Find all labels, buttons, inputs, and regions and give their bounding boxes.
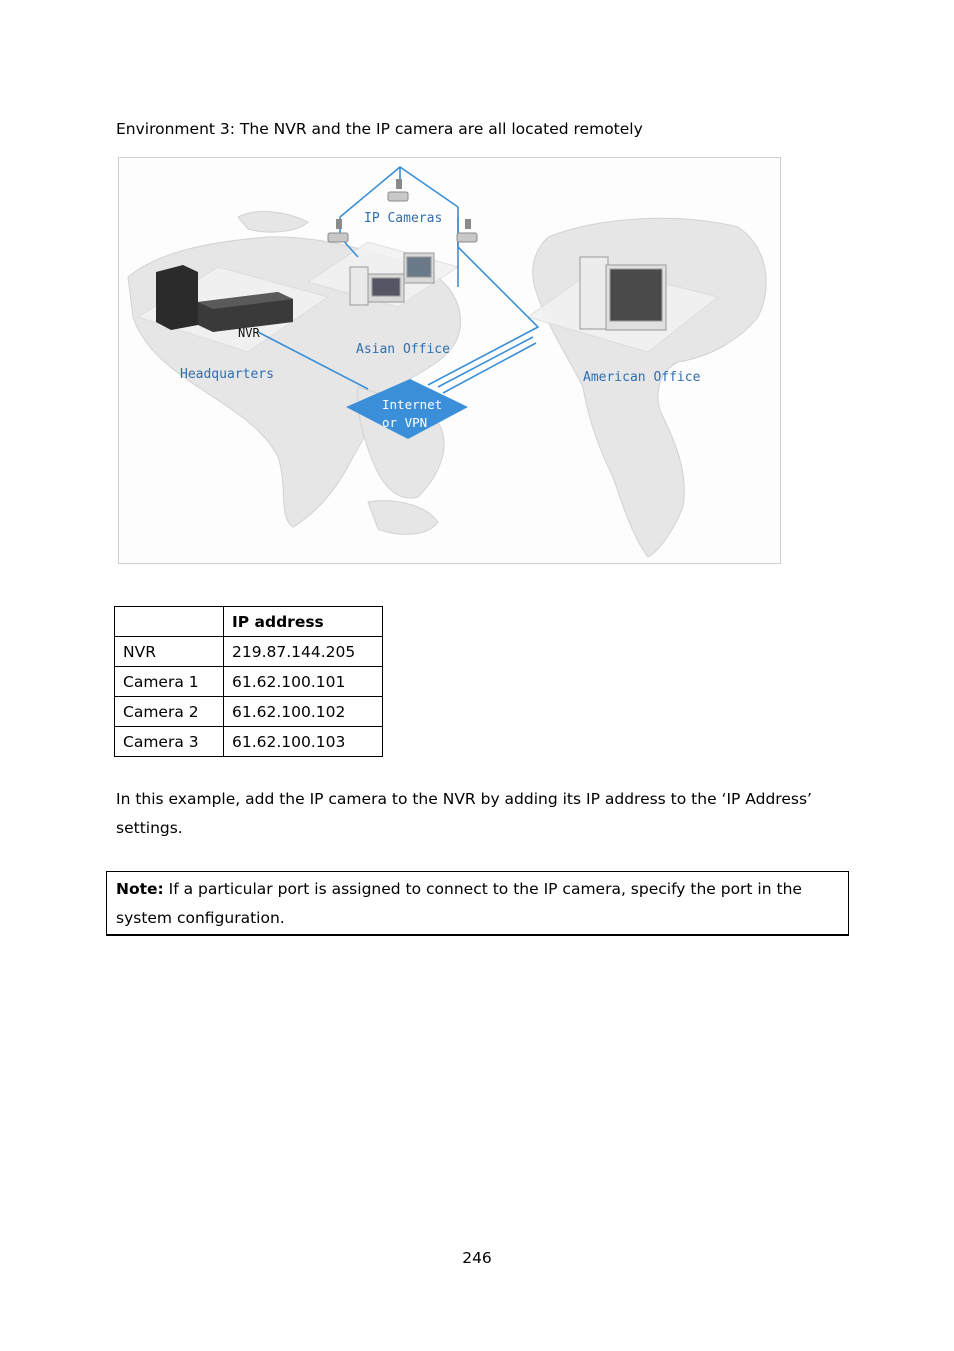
ip-address-cell: 219.87.144.205 [223, 636, 383, 667]
vpn-label: or VPN [382, 415, 427, 430]
table-header-row: IP address [114, 606, 383, 637]
pc-workstation-icon [349, 252, 435, 306]
internet-label: Internet [382, 397, 442, 412]
ip-camera-icon [327, 179, 478, 243]
body-paragraph: In this example, add the IP camera to th… [116, 790, 812, 837]
note-label: Note: [116, 880, 164, 898]
american-office-label: American Office [583, 370, 701, 385]
nvr-label: NVR [238, 326, 260, 340]
ip-address-cell: 61.62.100.102 [223, 696, 383, 727]
ip-address-cell: 61.62.100.103 [223, 726, 383, 757]
ip-address-cell: 61.62.100.101 [223, 666, 383, 697]
table-header-cell: IP address [223, 606, 383, 637]
note-box: Note: If a particular port is assigned t… [106, 871, 849, 936]
table-row: NVR 219.87.144.205 [114, 636, 383, 667]
ip-address-table: IP address NVR 219.87.144.205 Camera 1 6… [114, 606, 383, 757]
device-name-cell: NVR [114, 636, 224, 667]
device-name-cell: Camera 3 [114, 726, 224, 757]
table-row: Camera 3 61.62.100.103 [114, 726, 383, 757]
section-heading: Environment 3: The NVR and the IP camera… [116, 120, 643, 138]
asian-office-label: Asian Office [356, 342, 450, 357]
pc-workstation-icon [579, 256, 667, 331]
ip-cameras-label: IP Cameras [364, 211, 442, 226]
table-row: Camera 1 61.62.100.101 [114, 666, 383, 697]
note-text: Note: If a particular port is assigned t… [116, 875, 840, 933]
nvr-device-icon [156, 265, 293, 332]
note-body: If a particular port is assigned to conn… [116, 880, 802, 927]
internet-vpn-node: Internet or VPN [346, 379, 468, 439]
network-diagram: Internet or VPN IP Cameras NVR Headquart… [118, 157, 781, 564]
table-row: Camera 2 61.62.100.102 [114, 696, 383, 727]
device-name-cell: Camera 2 [114, 696, 224, 727]
table-header-cell [114, 606, 224, 637]
device-name-cell: Camera 1 [114, 666, 224, 697]
headquarters-label: Headquarters [180, 367, 274, 382]
page-number: 246 [462, 1249, 492, 1267]
